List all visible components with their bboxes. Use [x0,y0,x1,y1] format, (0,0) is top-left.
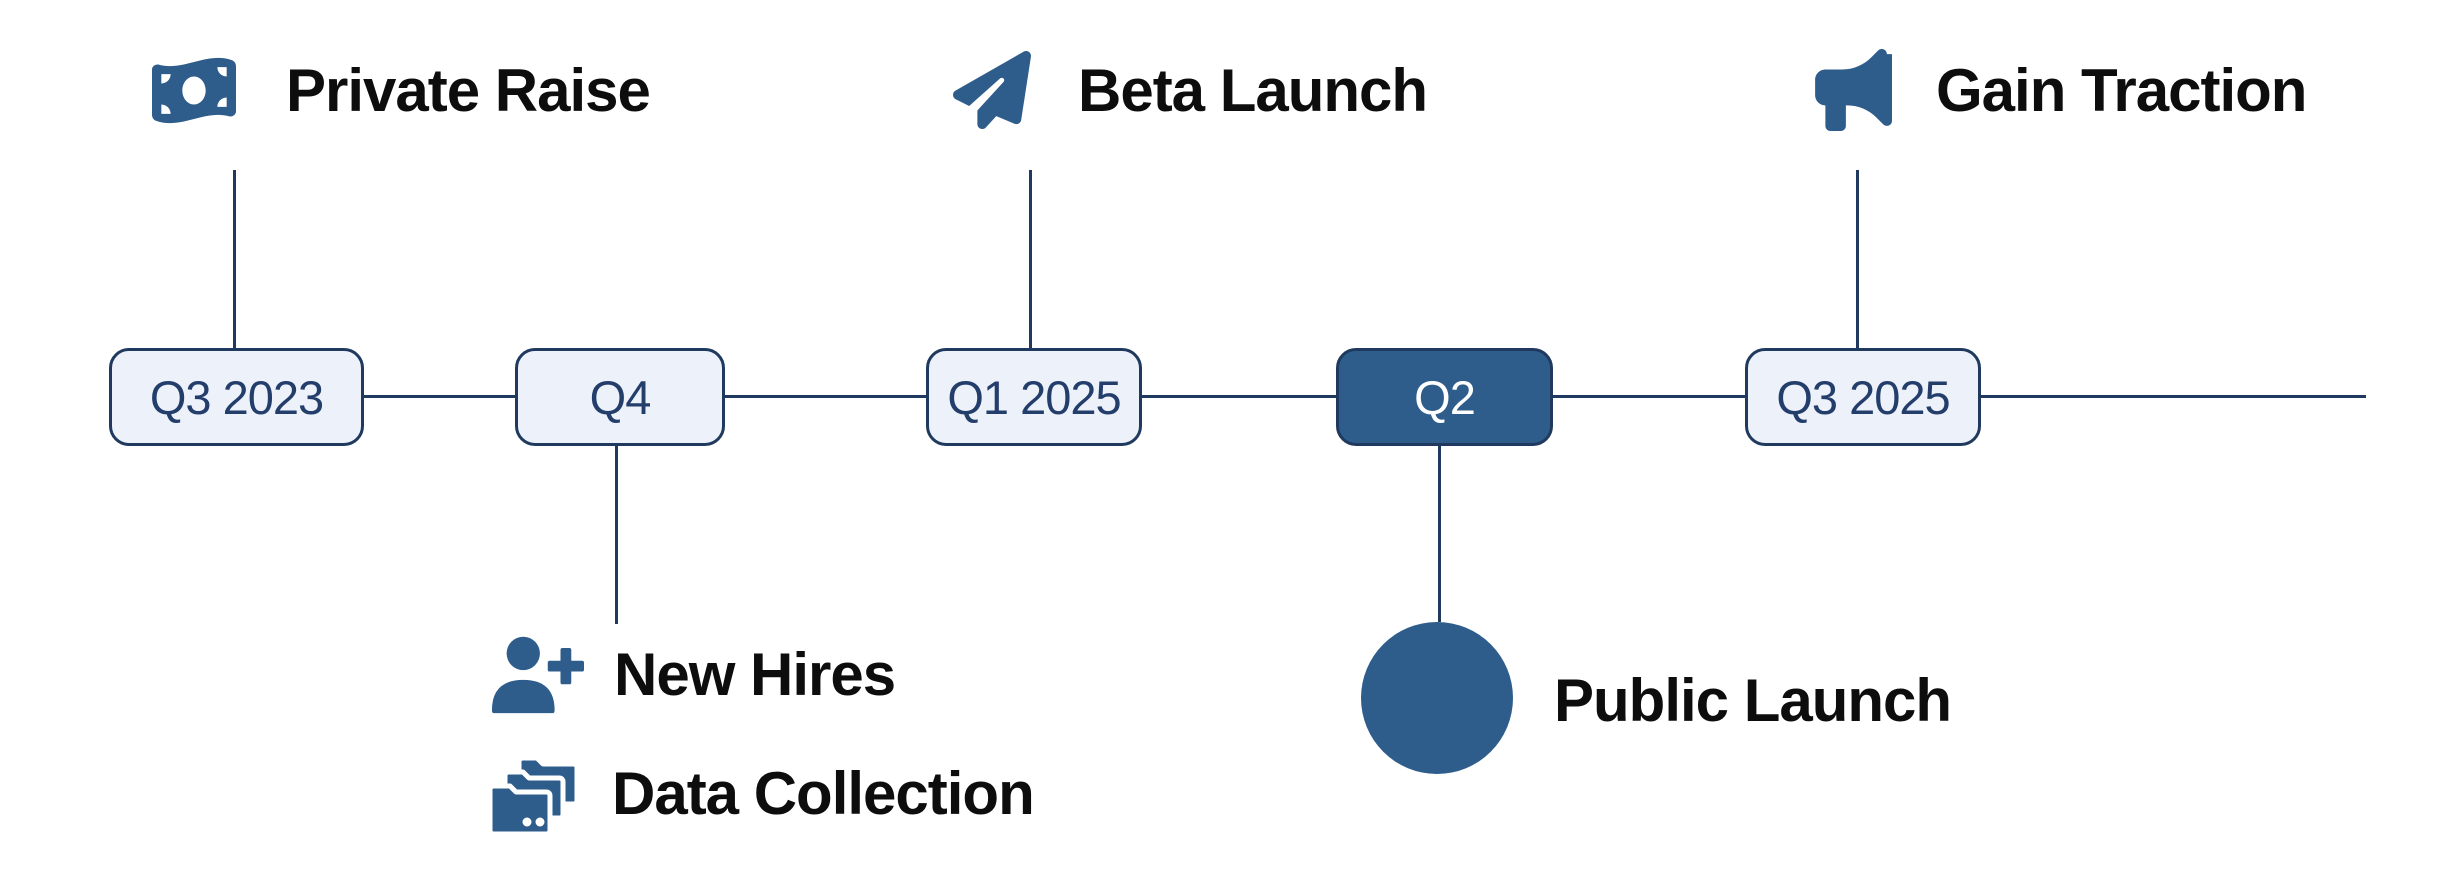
milestone-label: Private Raise [286,56,651,124]
connector-private-raise [233,170,236,348]
milestone-label: New Hires [614,640,896,708]
milestone-label: Data Collection [612,759,1035,827]
timeline-segment-5 [1981,395,2366,398]
milestone-label: Beta Launch [1078,56,1428,124]
timeline-node-q1-2025: Q1 2025 [926,348,1142,446]
timeline-node-q2: Q2 [1336,348,1553,446]
filled-circle-marker [1361,622,1513,774]
node-label: Q3 2023 [149,370,324,424]
node-label: Q1 2025 [947,370,1121,424]
milestone-beta-launch: Beta Launch [952,50,1428,130]
folders-icon [485,748,585,838]
timeline-segment-1 [364,395,515,398]
node-label: Q2 [1414,370,1476,424]
connector-gain-traction [1856,170,1859,348]
user-plus-icon [488,634,584,714]
paper-plane-icon [952,51,1032,129]
milestone-private-raise: Private Raise [152,50,651,130]
megaphone-icon [1810,49,1892,131]
milestone-data-collection: Data Collection [485,748,1035,838]
timeline-segment-4 [1553,395,1745,398]
node-label: Q3 2025 [1776,370,1950,424]
timeline-segment-2 [725,395,926,398]
timeline-node-q3-2025: Q3 2025 [1745,348,1981,446]
node-label: Q4 [589,370,652,424]
timeline-segment-3 [1142,395,1336,398]
timeline-node-q4: Q4 [515,348,725,446]
milestone-gain-traction: Gain Traction [1810,48,2307,132]
connector-beta-launch [1029,170,1032,348]
milestone-new-hires: New Hires [488,634,896,714]
connector-q4-milestones [615,446,618,624]
connector-public-launch [1438,446,1441,622]
money-bill-icon [152,53,236,128]
milestone-public-launch: Public Launch [1554,666,1952,734]
milestone-label: Gain Traction [1936,56,2307,124]
milestone-label: Public Launch [1554,666,1952,734]
timeline-node-q3-2023: Q3 2023 [109,348,364,446]
